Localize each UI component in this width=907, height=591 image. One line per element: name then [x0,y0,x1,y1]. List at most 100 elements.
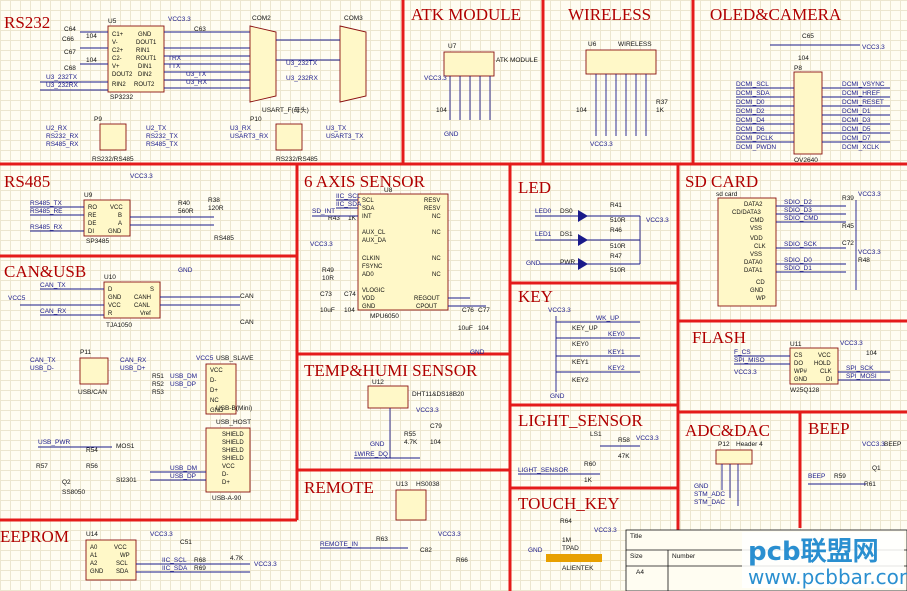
led-circuit: LED0 LED1 DS0 DS1 PWR R41 510R R46 510R … [526,202,669,274]
svg-text:VCC3.3: VCC3.3 [150,531,173,538]
svg-text:U3_232TX: U3_232TX [46,74,78,81]
svg-text:AUX_CL: AUX_CL [362,230,386,236]
svg-text:CLK: CLK [754,244,766,250]
flash-circuit: U11 CS DO WP# GND VCC HOLD CLK DI W25Q12… [734,340,890,394]
svg-text:DCMI_D7: DCMI_D7 [842,135,871,142]
svg-text:GND: GND [794,377,808,383]
svg-text:STM_DAC: STM_DAC [694,499,725,506]
svg-text:SDIO_D0: SDIO_D0 [784,257,812,264]
svg-text:R56: R56 [86,463,98,470]
svg-text:ROUT1: ROUT1 [136,56,157,62]
wireless-circuit: U6 WIRELESS 104 R37 1K VCC3.3 [576,41,668,148]
svg-text:DCMI_XCLK: DCMI_XCLK [842,144,880,151]
svg-text:DCMI_VSYNC: DCMI_VSYNC [842,81,885,88]
svg-text:LED0: LED0 [535,208,552,215]
svg-text:P9: P9 [94,116,102,123]
svg-text:USB_PWR: USB_PWR [38,439,70,446]
svg-text:R39: R39 [842,195,854,202]
svg-text:CD/DATA3: CD/DATA3 [732,210,761,216]
section-title-sd-card: SD CARD [685,172,758,191]
svg-text:C2-: C2- [112,56,122,62]
svg-text:U13: U13 [396,481,408,488]
svg-text:C73: C73 [320,291,332,298]
svg-text:R63: R63 [376,536,388,543]
svg-text:VCC3.3: VCC3.3 [130,173,153,180]
svg-text:C67: C67 [64,49,76,56]
svg-text:104: 104 [478,325,489,332]
svg-text:SDIO_SCK: SDIO_SCK [784,241,818,248]
svg-text:R47: R47 [610,253,622,260]
svg-text:V+: V+ [112,64,120,70]
svg-text:DCMI_SDA: DCMI_SDA [736,90,770,97]
svg-text:SPI_SCK: SPI_SCK [846,365,874,372]
svg-text:R43: R43 [328,215,340,222]
svg-text:REMOTE_IN: REMOTE_IN [320,541,358,548]
svg-text:VLOGIC: VLOGIC [362,288,385,294]
svg-text:ROUT2: ROUT2 [134,82,155,88]
svg-text:DATA0: DATA0 [744,260,763,266]
svg-text:GND: GND [694,483,709,490]
svg-text:1K: 1K [656,107,665,114]
svg-text:GND: GND [370,441,385,448]
svg-text:A2: A2 [90,561,98,567]
svg-text:1K: 1K [348,215,357,222]
svg-text:RS232/RS485: RS232/RS485 [276,156,318,163]
svg-text:IIC_SDA: IIC_SDA [162,565,188,572]
svg-text:VCC5: VCC5 [8,295,26,302]
svg-text:OV2640: OV2640 [794,157,818,164]
svg-text:CLKIN: CLKIN [362,256,380,262]
svg-text:DCMI_D6: DCMI_D6 [736,126,765,133]
svg-text:KEY_UP: KEY_UP [572,325,598,332]
svg-text:VCC3.3: VCC3.3 [862,44,885,51]
svg-text:LED1: LED1 [535,231,552,238]
svg-text:WP: WP [120,553,130,559]
svg-text:SS8050: SS8050 [62,489,86,496]
svg-text:VCC: VCC [818,353,831,359]
section-title-led: LED [518,178,551,197]
svg-text:FSYNC: FSYNC [362,264,383,270]
svg-text:AD0: AD0 [362,272,374,278]
svg-text:USB_DP: USB_DP [170,381,196,388]
svg-text:104: 104 [436,107,447,114]
section-title-light-sensor: LIGHT_SENSOR [518,411,643,430]
svg-text:GND: GND [526,260,541,267]
svg-text:KEY2: KEY2 [608,365,625,372]
svg-text:SCL: SCL [362,198,374,204]
svg-text:U12: U12 [372,379,384,386]
svg-text:CLK: CLK [820,369,832,375]
svg-text:C1+: C1+ [112,32,124,38]
svg-text:R52: R52 [152,381,164,388]
svg-text:U10: U10 [104,274,116,281]
svg-text:NC: NC [432,230,441,236]
svg-text:IIC_SCL: IIC_SCL [336,193,361,200]
svg-text:104: 104 [430,439,441,446]
svg-text:R66: R66 [456,557,468,564]
svg-text:VCC3.3: VCC3.3 [438,531,461,538]
svg-text:VCC: VCC [210,368,223,374]
svg-text:USB-A-90: USB-A-90 [212,495,242,502]
svg-text:USB/CAN: USB/CAN [78,389,107,396]
svg-text:TJA1050: TJA1050 [106,322,132,329]
svg-text:SD_INT: SD_INT [312,208,335,215]
svg-text:U6: U6 [588,41,597,48]
svg-text:U3_232RX: U3_232RX [286,75,318,82]
svg-text:CAN: CAN [240,293,254,300]
svg-text:A0: A0 [90,545,98,551]
svg-text:GND: GND [210,408,224,414]
svg-text:C51: C51 [180,539,192,546]
svg-text:U14: U14 [86,531,98,538]
svg-text:VCC: VCC [108,303,121,309]
remote-circuit: U13 HS0038 REMOTE_IN R63 C82 R66 VCC3.3 [320,481,468,564]
svg-text:STM_ADC: STM_ADC [694,491,725,498]
svg-text:SDIO_D3: SDIO_D3 [784,207,812,214]
section-title-touch-key: TOUCH_KEY [518,494,620,513]
svg-text:R68: R68 [194,557,206,564]
svg-text:USB_SLAVE: USB_SLAVE [216,355,254,362]
svg-text:RS485_RX: RS485_RX [46,141,79,148]
svg-text:U7: U7 [448,43,457,50]
svg-text:RIN2: RIN2 [112,82,126,88]
svg-text:CANL: CANL [134,303,151,309]
svg-text:104: 104 [344,307,355,314]
svg-text:RS232_RX: RS232_RX [46,133,79,140]
